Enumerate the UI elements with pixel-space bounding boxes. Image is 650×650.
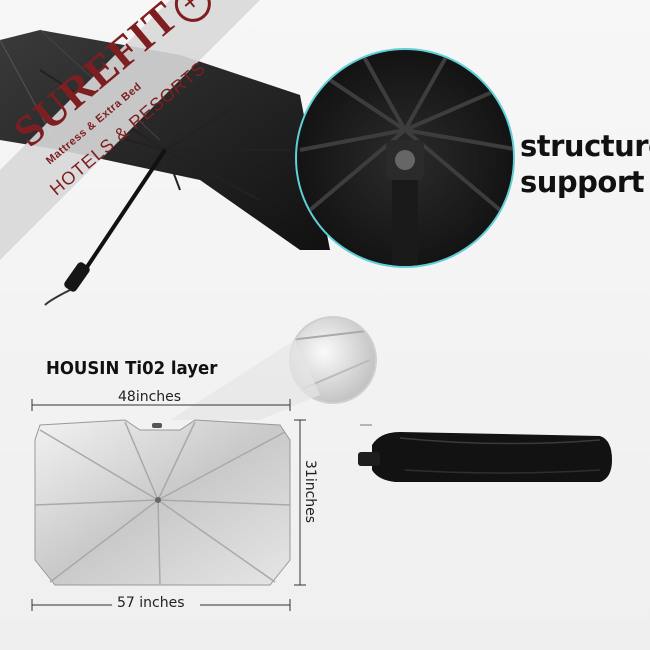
width-top-label: 48inches bbox=[118, 389, 182, 405]
width-bottom-label: 57 inches bbox=[117, 595, 185, 611]
structure-support-callout: structure support bbox=[520, 128, 650, 200]
height-side-label: 31inches bbox=[302, 460, 318, 524]
callout-line-1: structure bbox=[520, 129, 650, 163]
layer-label: HOUSIN Ti02 layer bbox=[46, 358, 218, 379]
callout-line-2: support bbox=[520, 165, 645, 199]
